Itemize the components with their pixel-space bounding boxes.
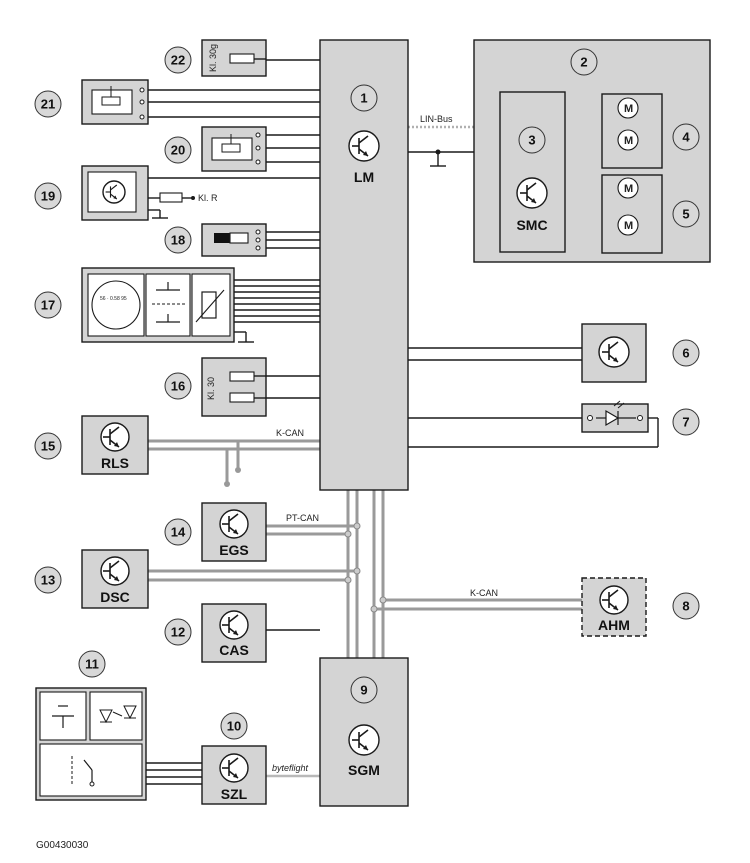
lm-label: LM bbox=[354, 169, 374, 185]
callout-15: 15 bbox=[41, 439, 55, 454]
module-group-smc: SMC M M M M bbox=[473, 39, 711, 263]
module-egs: EGS bbox=[201, 502, 267, 562]
module-16-fuses: Kl. 30 bbox=[201, 357, 267, 417]
kl30g-label: Kl. 30g bbox=[208, 44, 218, 72]
callout-13: 13 bbox=[41, 573, 55, 588]
k-can-ahm-label: K-CAN bbox=[470, 588, 498, 598]
ahm-label: AHM bbox=[598, 617, 630, 633]
lin-bus-label: LIN-Bus bbox=[420, 114, 453, 124]
module-rls: RLS bbox=[81, 415, 149, 475]
callout-7: 7 bbox=[682, 415, 689, 430]
callout-10: 10 bbox=[227, 719, 241, 734]
dsc-label: DSC bbox=[100, 589, 130, 605]
callout-4: 4 bbox=[682, 130, 690, 145]
sgm-label: SGM bbox=[348, 762, 380, 778]
callout-12: 12 bbox=[171, 625, 185, 640]
module-22: Kl. 30g bbox=[201, 39, 267, 77]
number-callouts: 1 2 3 4 5 6 7 8 9 10 11 12 13 14 15 16 1… bbox=[34, 46, 700, 740]
motor-label: M bbox=[624, 220, 633, 232]
callout-22: 22 bbox=[171, 53, 185, 68]
module-18 bbox=[201, 223, 267, 257]
callout-2: 2 bbox=[580, 55, 587, 70]
gauge-text: 56 · 0.58 95 bbox=[100, 296, 127, 302]
cas-label: CAS bbox=[219, 642, 249, 658]
rls-label: RLS bbox=[101, 455, 129, 471]
callout-6: 6 bbox=[682, 346, 689, 361]
module-7-led bbox=[581, 400, 649, 433]
module-szl: SZL bbox=[201, 745, 267, 805]
callout-20: 20 bbox=[171, 143, 185, 158]
callout-11: 11 bbox=[85, 657, 99, 672]
callout-19: 19 bbox=[41, 189, 55, 204]
junction-dots bbox=[224, 149, 441, 613]
klr-label: Kl. R bbox=[198, 193, 218, 203]
callout-9: 9 bbox=[360, 683, 367, 698]
module-ahm: AHM bbox=[581, 577, 647, 637]
callout-8: 8 bbox=[682, 599, 689, 614]
k-can-label: K-CAN bbox=[276, 428, 304, 438]
callout-5: 5 bbox=[682, 207, 689, 222]
module-6 bbox=[581, 323, 647, 383]
callout-14: 14 bbox=[171, 525, 186, 540]
callout-21: 21 bbox=[41, 97, 55, 112]
module-19: Kl. R bbox=[81, 165, 218, 221]
module-11 bbox=[35, 687, 147, 801]
byteflight-label: byteflight bbox=[272, 763, 309, 773]
pt-can-label: PT-CAN bbox=[286, 513, 319, 523]
kl30-label: Kl. 30 bbox=[206, 377, 216, 400]
motor-label: M bbox=[624, 103, 633, 115]
szl-label: SZL bbox=[221, 786, 248, 802]
motor-label: M bbox=[624, 135, 633, 147]
module-17: 56 · 0.58 95 bbox=[81, 267, 235, 343]
callout-18: 18 bbox=[171, 233, 185, 248]
callout-3: 3 bbox=[528, 133, 535, 148]
bus-labels: LIN-Bus K-CAN PT-CAN K-CAN byteflight bbox=[272, 114, 498, 773]
callout-16: 16 bbox=[171, 379, 185, 394]
callout-17: 17 bbox=[41, 298, 55, 313]
module-lm: LM bbox=[319, 39, 409, 491]
smc-label: SMC bbox=[516, 217, 547, 233]
callout-1: 1 bbox=[360, 91, 367, 106]
figure-caption: G00430030 bbox=[36, 840, 89, 851]
module-dsc: DSC bbox=[81, 549, 149, 609]
module-21 bbox=[81, 79, 149, 125]
motor-label: M bbox=[624, 183, 633, 195]
egs-label: EGS bbox=[219, 542, 249, 558]
module-20 bbox=[201, 126, 267, 172]
module-cas: CAS bbox=[201, 603, 267, 663]
